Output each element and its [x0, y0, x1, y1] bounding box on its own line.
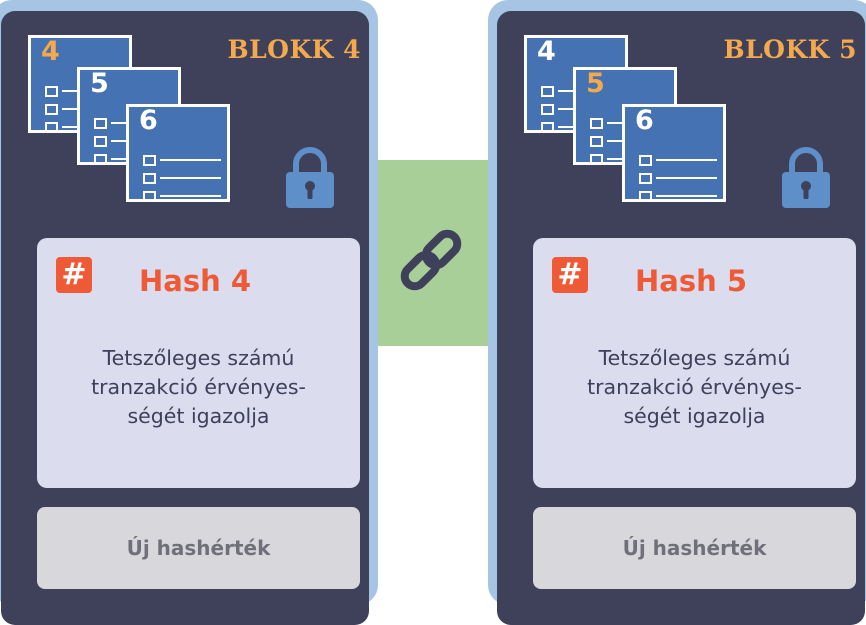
hash-card: # Hash 5 Tetszőleges számú tranzakció ér… [533, 238, 856, 488]
chain-link-icon [400, 229, 462, 291]
new-hash-box: Új hashérték [533, 507, 856, 589]
block-5-body: BLOKK 5 4 5 6 [497, 11, 865, 625]
lock-icon [286, 147, 334, 208]
page-number: 6 [139, 105, 158, 136]
block-title: BLOKK 4 [227, 35, 361, 64]
description-line: Tetszőleges számú [598, 346, 791, 370]
hash-title: Hash 4 [139, 264, 252, 298]
hash-icon: # [552, 257, 588, 293]
new-hash-box: Új hashérték [37, 507, 360, 589]
hash-title: Hash 5 [635, 264, 748, 298]
page-number: 4 [537, 36, 556, 67]
description-line: Tetszőleges számú [102, 346, 295, 370]
page-number: 5 [586, 68, 605, 99]
document-list-icon: 6 [622, 104, 726, 202]
lock-icon [782, 147, 830, 208]
document-list-icon: 6 [126, 104, 230, 202]
page-lines [639, 153, 719, 207]
hash-icon: # [56, 257, 92, 293]
description-line: tranzakció érvényes- [587, 375, 802, 399]
description-line: ségét igazolja [127, 404, 270, 428]
page-lines [143, 153, 223, 207]
hash-description: Tetszőleges számú tranzakció érvényes- s… [37, 344, 360, 431]
block-5: BLOKK 5 4 5 6 [488, 0, 866, 625]
block-title: BLOKK 5 [723, 35, 857, 64]
page-number: 4 [41, 36, 60, 67]
block-4-body: BLOKK 4 4 5 6 [1, 11, 369, 625]
link-band-middle [378, 160, 500, 346]
hash-description: Tetszőleges számú tranzakció érvényes- s… [533, 344, 856, 431]
page-number: 5 [90, 68, 109, 99]
description-line: ségét igazolja [623, 404, 766, 428]
page-number: 6 [635, 105, 654, 136]
block-4: BLOKK 4 4 5 6 [0, 0, 378, 625]
hash-card: # Hash 4 Tetszőleges számú tranzakció ér… [37, 238, 360, 488]
description-line: tranzakció érvényes- [91, 375, 306, 399]
